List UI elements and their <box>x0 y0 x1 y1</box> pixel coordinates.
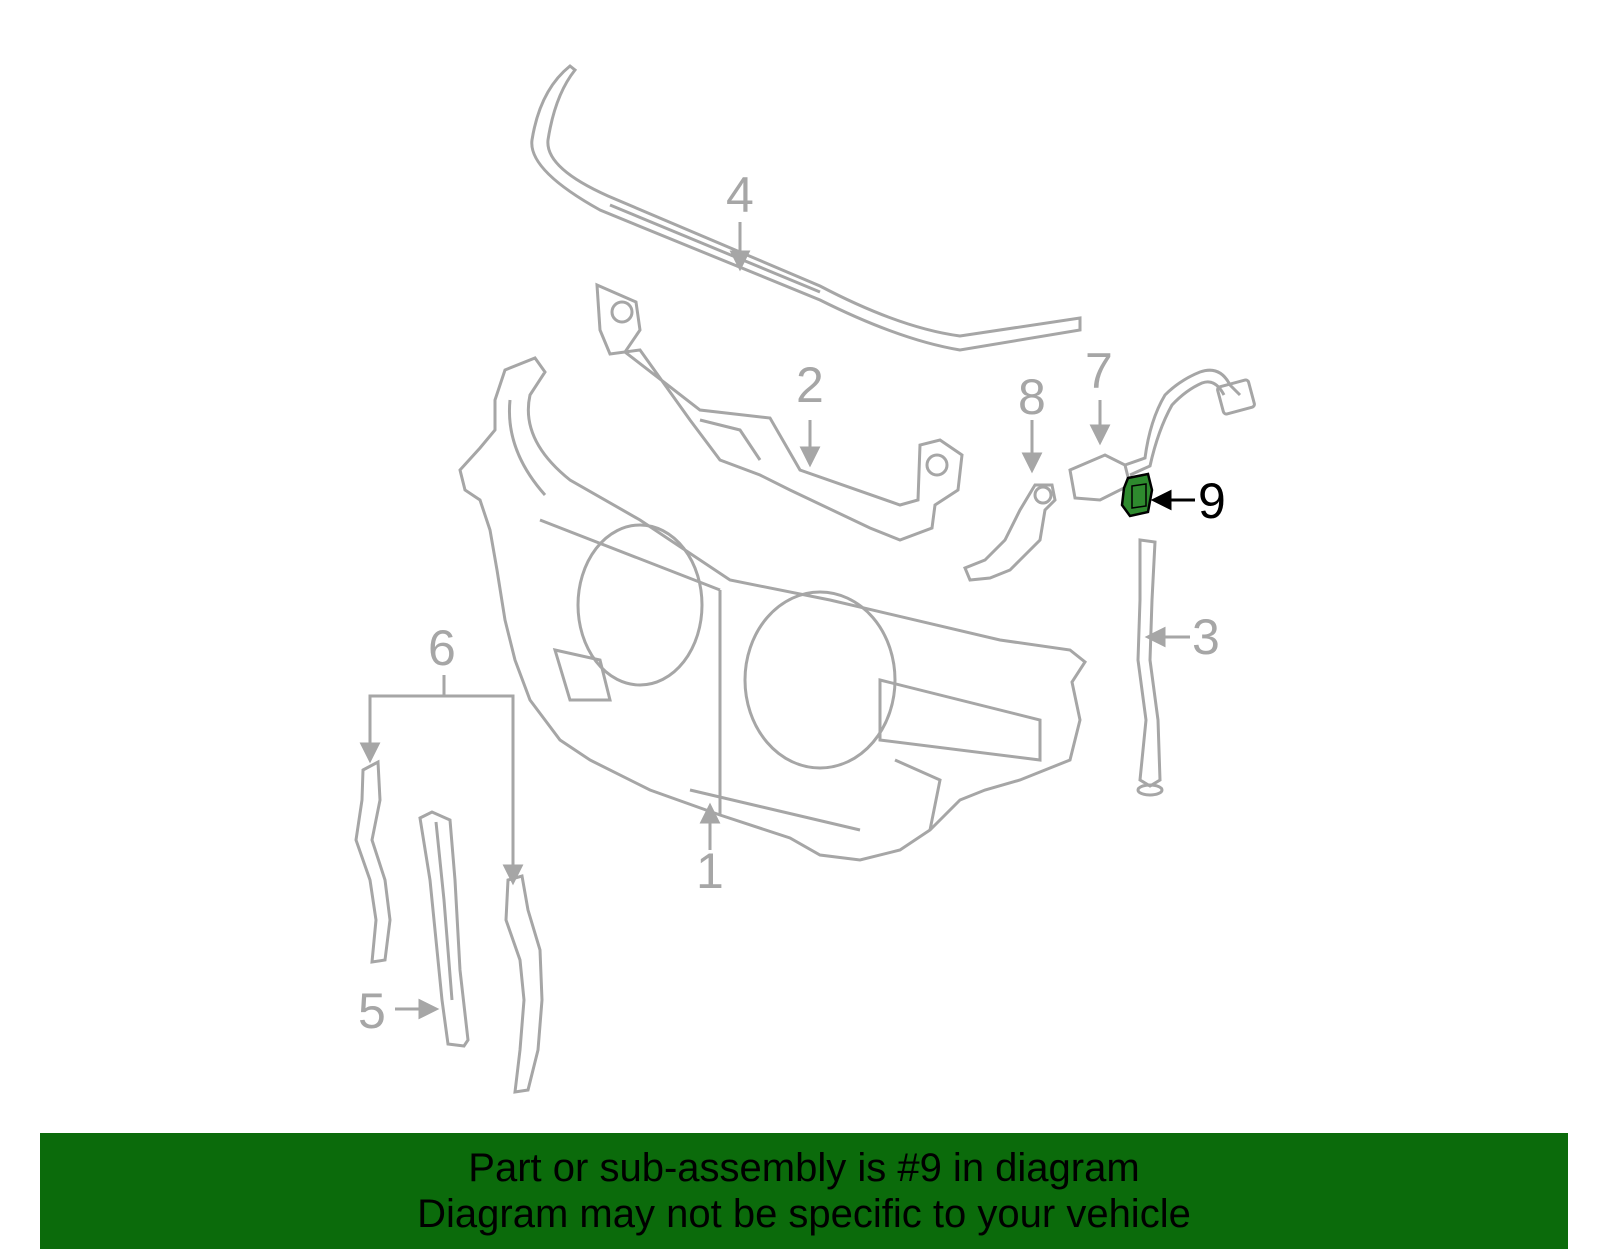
callout-1[interactable]: 1 <box>696 843 724 899</box>
leader-line-9 <box>1150 489 1195 511</box>
part-5-seal-strip <box>418 810 470 1048</box>
part-3-side-seal <box>1136 538 1164 797</box>
callout-7[interactable]: 7 <box>1085 343 1113 399</box>
part-2-upper-tie-bar <box>595 282 964 542</box>
part-6-deflector-left <box>354 759 392 964</box>
callout-6[interactable]: 6 <box>428 620 456 676</box>
part-9-clip-highlighted <box>1120 472 1154 518</box>
banner-line-part-info: Part or sub-assembly is #9 in diagram <box>468 1146 1140 1190</box>
banner-line-disclaimer: Diagram may not be specific to your vehi… <box>417 1192 1191 1236</box>
callout-2[interactable]: 2 <box>796 357 824 413</box>
callout-5[interactable]: 5 <box>358 983 386 1039</box>
part-4-upper-strip <box>530 64 1082 352</box>
part-1-radiator-support <box>458 356 1087 862</box>
part-7-sensor <box>1068 368 1256 502</box>
callout-9-active[interactable]: 9 <box>1198 473 1226 529</box>
callout-3[interactable]: 3 <box>1192 609 1220 665</box>
callout-4[interactable]: 4 <box>726 167 754 223</box>
part-8-bracket <box>963 483 1057 582</box>
leader-lines <box>359 222 1190 1020</box>
part-6-deflector-right <box>504 874 544 1094</box>
callout-8[interactable]: 8 <box>1018 369 1046 425</box>
info-banner: Part or sub-assembly is #9 in diagram Di… <box>40 1133 1568 1249</box>
